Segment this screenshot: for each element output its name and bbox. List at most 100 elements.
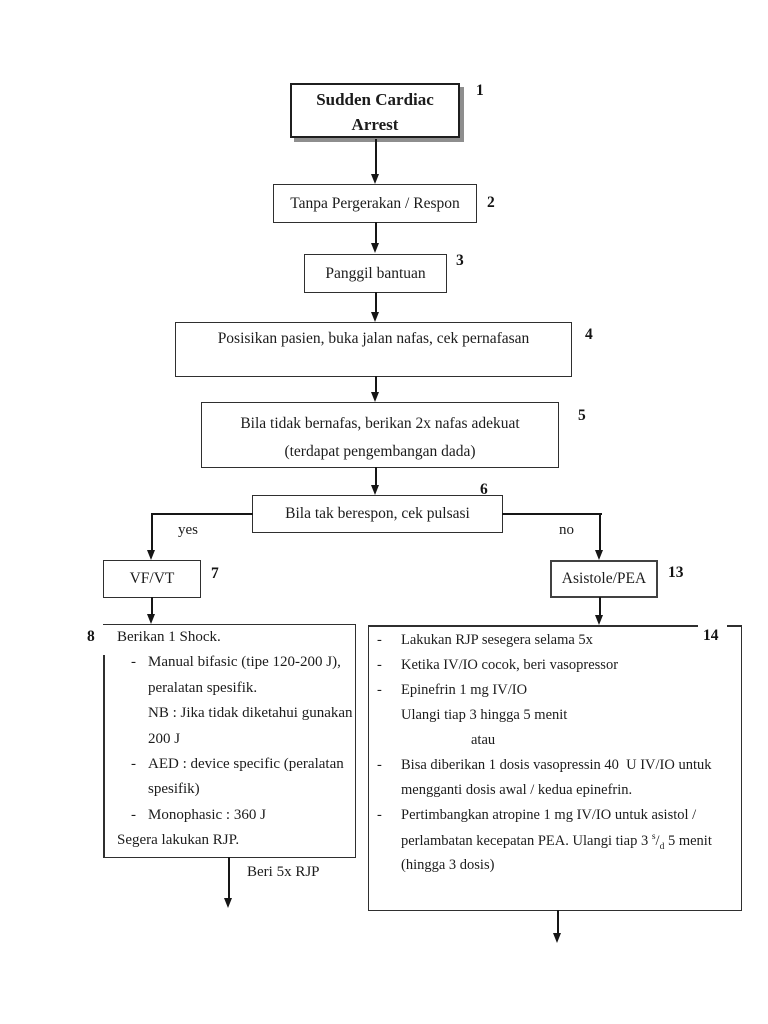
connector-line [228,857,230,899]
list-line: -Pertimbangkan atropine 1 mg IV/IO untuk… [369,807,741,832]
list-line-text: (hingga 3 dosis) [401,857,495,873]
step-number-6: 6 [480,481,488,498]
connector-line [151,597,153,615]
node-bila-tidak-bernafas: Bila tidak bernafas, berikan 2x nafas ad… [201,402,559,468]
step-number-14: 14 [703,627,719,644]
branch-line-yes [151,513,253,515]
arrowhead [553,933,561,943]
list-line-text: Epinefrin 1 mg IV/IO [401,682,528,698]
node-label: Asistole/PEA [561,570,647,587]
list-line-text: Ketika IV/IO cocok, beri vasopressor [401,657,619,673]
connector-line [375,467,377,486]
node-berikan-shock: Berikan 1 Shock.-Manual bifasic (tipe 12… [103,624,356,858]
connector-line [599,597,601,616]
arrowhead [147,550,155,560]
dash-bullet: - [131,654,136,671]
list-line: -Monophasic : 360 J [103,807,355,832]
node-asistole-pea: Asistole/PEA [550,560,658,598]
list-line-text: Pertimbangkan atropine 1 mg IV/IO untuk … [401,807,697,823]
list-line: - Ketika IV/IO cocok, beri vasopressor [369,657,741,682]
list-line: -Bisa diberikan 1 dosis vasopressin 40 U… [369,757,741,782]
step-number-1: 1 [476,82,484,99]
dash-bullet: - [377,632,382,648]
list-line-text: Monophasic : 360 J [148,806,266,823]
arrowhead [371,312,379,322]
connector-line [375,222,377,244]
list-line-text: mengganti dosis awal / kedua epinefrin. [401,782,633,798]
arrowhead [595,550,603,560]
node-label: VF/VT [129,570,175,587]
step-number-8: 8 [87,628,95,645]
list-line-text: Ulangi tiap 3 hingga 5 menit [401,707,568,723]
branch-line-no [502,513,602,515]
arrowhead [371,174,379,184]
list-line: (hingga 3 dosis) [369,857,741,882]
list-line: perlambatan kecepatan PEA. Ulangi tiap 3… [369,832,741,857]
beri-5x-rjp-label: Beri 5x RJP [247,864,320,880]
node-title-line2: Arrest [351,115,399,134]
list-line: Berikan 1 Shock. [103,629,355,654]
step-number-3: 3 [456,252,464,269]
list-line: Ulangi tiap 3 hingga 5 menit [369,707,741,732]
list-line-text: Berikan 1 Shock. [117,629,221,645]
node-border-segment [727,625,742,627]
list-line-text: 200 J [148,730,181,747]
branch-line-yes [151,513,153,551]
list-line: mengganti dosis awal / kedua epinefrin. [369,782,741,807]
arrowhead [371,485,379,495]
dash-bullet: - [377,757,382,773]
connector-line [375,292,377,313]
node-label-line1: Bila tidak bernafas, berikan 2x nafas ad… [240,415,520,432]
list-line: atau [369,732,741,757]
connector-line [375,376,377,393]
list-line: NB : Jika tidak diketahui gunakan [103,705,355,730]
node-posisikan-pasien: Posisikan pasien, buka jalan nafas, cek … [175,322,572,377]
node-border-segment [368,625,698,627]
node-lakukan-rjp: - Lakukan RJP sesegera selama 5x - Ketika I… [368,625,742,911]
list-line-text: Segera lakukan RJP. [117,832,240,849]
step-number-13: 13 [668,564,684,581]
node-sudden-cardiac-arrest: Sudden Cardiac Arrest [290,83,460,138]
node-border-segment [103,655,105,858]
list-line: spesifik) [103,781,355,806]
node-panggil-bantuan: Panggil bantuan [304,254,447,293]
step-number-2: 2 [487,194,495,211]
node-label: Tanpa Pergerakan / Respon [290,194,460,212]
step-number-4: 4 [585,326,593,343]
connector-line [557,910,559,934]
node-tanpa-pergerakan: Tanpa Pergerakan / Respon [273,184,477,223]
dash-bullet: - [131,755,136,772]
list-line-text: Manual bifasic (tipe 120-200 J), [148,654,341,671]
arrowhead [224,898,232,908]
list-line: - Lakukan RJP sesegera selama 5x [369,632,741,657]
list-line: -AED : device specific (peralatan [103,756,355,781]
list-line: 200 J [103,731,355,756]
arrowhead [371,392,379,402]
node-vf-vt: VF/VT [103,560,201,598]
connector-line [375,139,377,175]
branch-line-no [599,513,601,551]
list-line: - Epinefrin 1 mg IV/IO [369,682,741,707]
node-label: Panggil bantuan [325,264,426,282]
node-label-line2: (terdapat pengembangan dada) [284,443,476,460]
node-label: Posisikan pasien, buka jalan nafas, cek … [217,330,530,347]
dash-bullet: - [377,682,382,698]
list-line-text: perlambatan kecepatan PEA. Ulangi tiap 3… [401,832,712,852]
list-line-text: NB : Jika tidak diketahui gunakan [148,705,353,722]
list-line-text: peralatan spesifik. [148,679,258,696]
dash-bullet: - [377,657,382,673]
arrowhead [147,614,155,624]
dash-bullet: - [131,806,136,823]
arrowhead [595,615,603,625]
list-line-text: spesifik) [148,781,200,798]
step-number-5: 5 [578,407,586,424]
list-line: Segera lakukan RJP. [103,832,355,857]
branch-label-no: no [559,522,574,538]
list-line-text: Lakukan RJP sesegera selama 5x [401,632,593,648]
step-number-7: 7 [211,565,219,582]
node-cek-pulsasi: Bila tak berespon, cek pulsasi [252,495,503,533]
list-line: -Manual bifasic (tipe 120-200 J), [103,654,355,679]
branch-label-yes: yes [178,522,198,538]
arrowhead [371,243,379,253]
